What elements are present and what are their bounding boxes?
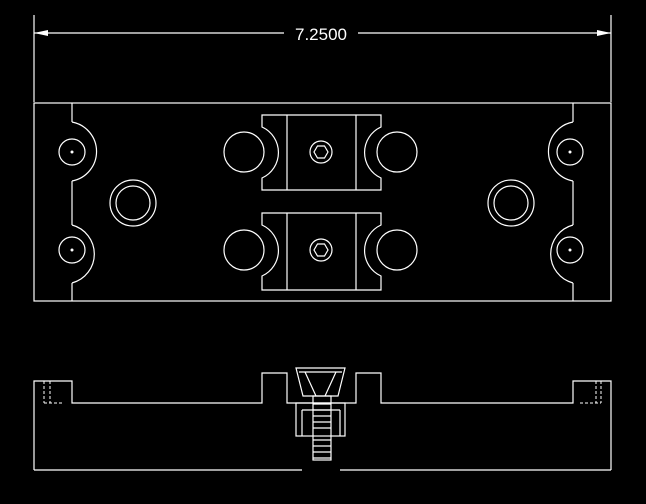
front-section-view xyxy=(33,367,612,471)
top-view xyxy=(33,102,612,302)
threaded-shank xyxy=(312,395,332,461)
overall-width-dimension: 7.2500 xyxy=(33,15,612,102)
dimension-label: 7.2500 xyxy=(295,25,347,44)
